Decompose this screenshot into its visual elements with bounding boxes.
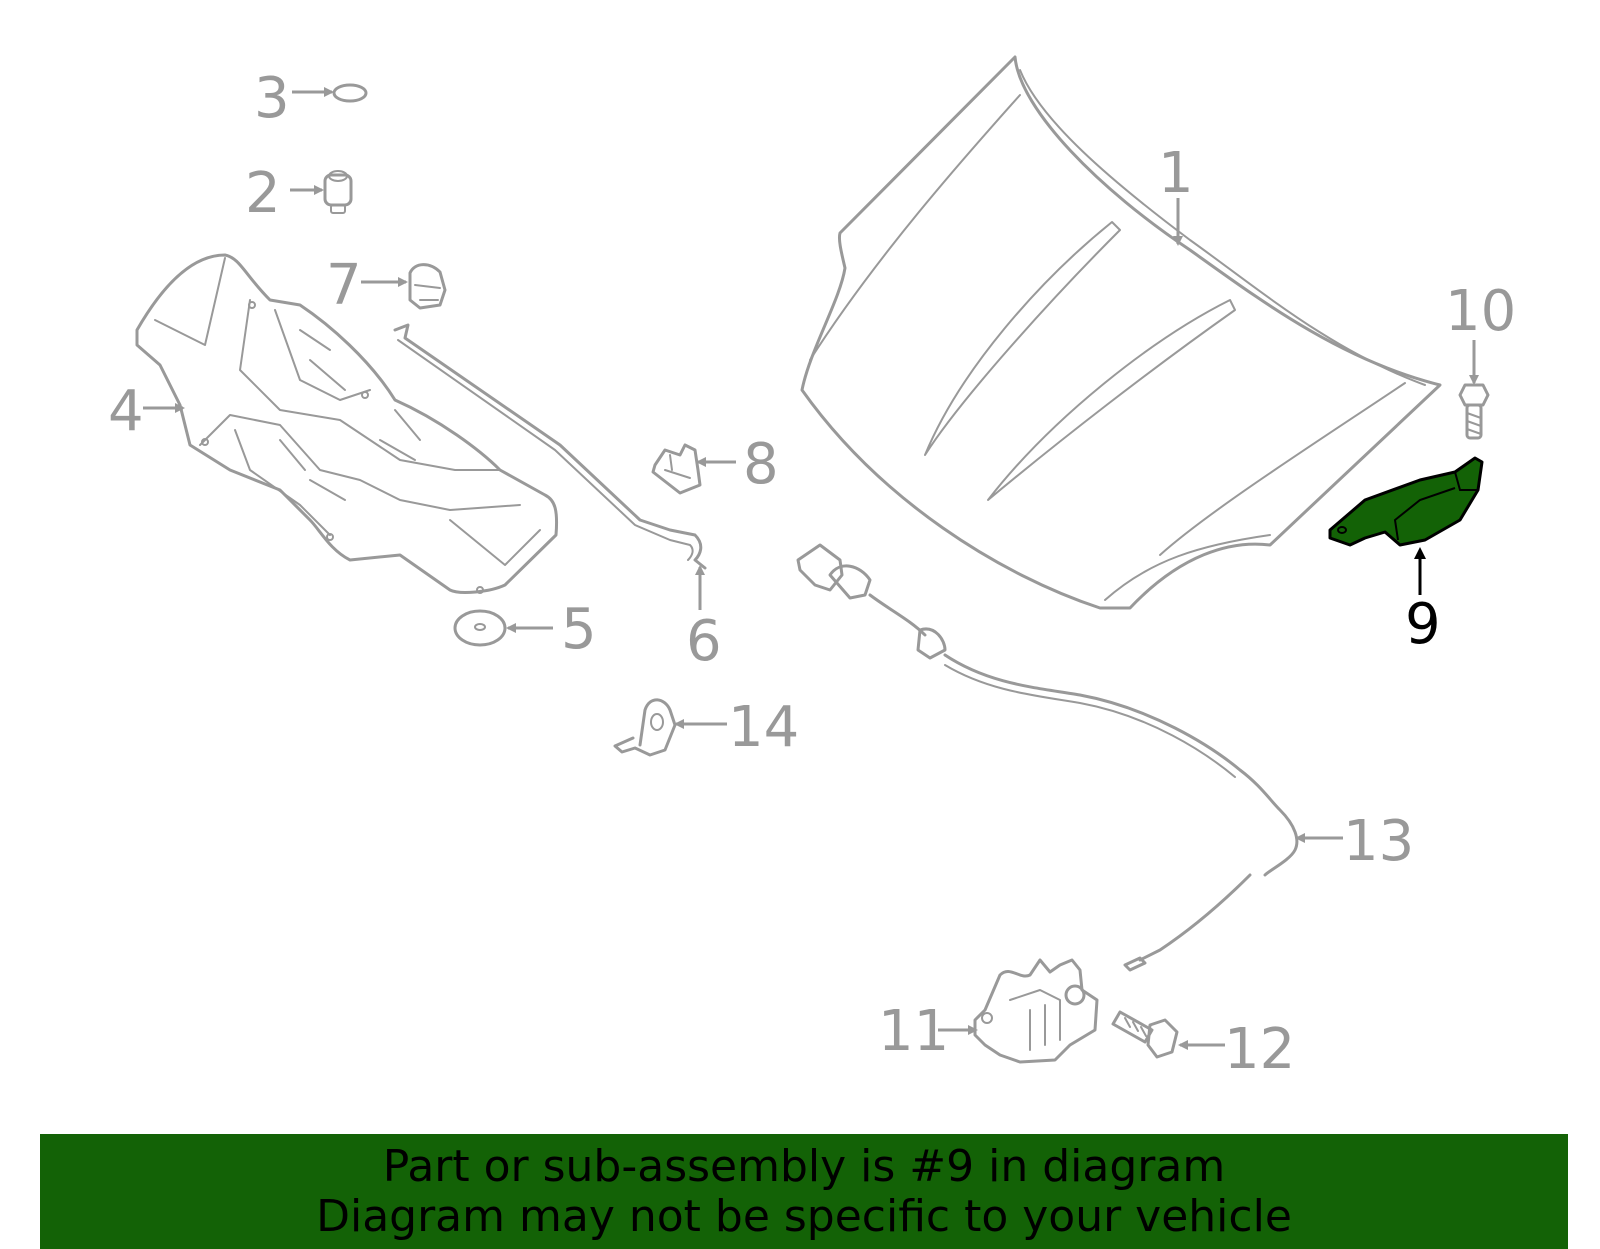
release-cable-part[interactable] bbox=[796, 543, 1299, 972]
leader-arrows bbox=[143, 87, 1479, 1050]
callout-14: 14 bbox=[728, 695, 799, 760]
callout-8: 8 bbox=[743, 432, 779, 497]
callout-12: 12 bbox=[1224, 1017, 1295, 1082]
washer-part[interactable] bbox=[453, 609, 507, 647]
callout-11: 11 bbox=[878, 999, 949, 1064]
bolt10-part[interactable] bbox=[1458, 383, 1490, 440]
hinge-part-highlighted[interactable] bbox=[1328, 456, 1484, 547]
info-banner: Part or sub-assembly is #9 in diagram Di… bbox=[40, 1134, 1568, 1249]
oring-part[interactable] bbox=[332, 83, 368, 103]
clip14-part[interactable] bbox=[613, 698, 677, 757]
callout-3: 3 bbox=[254, 66, 290, 131]
bumper-part[interactable] bbox=[323, 170, 353, 214]
clip7-part[interactable] bbox=[408, 263, 447, 310]
callout-9-highlighted: 9 bbox=[1405, 592, 1441, 657]
callout-2: 2 bbox=[245, 161, 281, 226]
callout-5: 5 bbox=[561, 597, 597, 662]
callout-labels: 1 2 3 4 5 6 7 8 9 10 11 12 13 14 bbox=[108, 66, 1516, 1082]
banner-line-2: Diagram may not be specific to your vehi… bbox=[316, 1191, 1292, 1242]
prop-rod-part[interactable] bbox=[393, 323, 707, 570]
callout-6: 6 bbox=[686, 609, 722, 674]
callout-7: 7 bbox=[326, 253, 362, 318]
insulator-part[interactable] bbox=[135, 253, 559, 594]
callout-13: 13 bbox=[1343, 809, 1414, 874]
clip8-part[interactable] bbox=[651, 443, 702, 495]
bolt12-part[interactable] bbox=[1111, 1010, 1179, 1059]
latch-part[interactable] bbox=[973, 958, 1099, 1064]
callout-10: 10 bbox=[1445, 279, 1516, 344]
callout-4: 4 bbox=[108, 379, 144, 444]
banner-line-1: Part or sub-assembly is #9 in diagram bbox=[382, 1141, 1226, 1192]
callout-1: 1 bbox=[1158, 141, 1194, 206]
